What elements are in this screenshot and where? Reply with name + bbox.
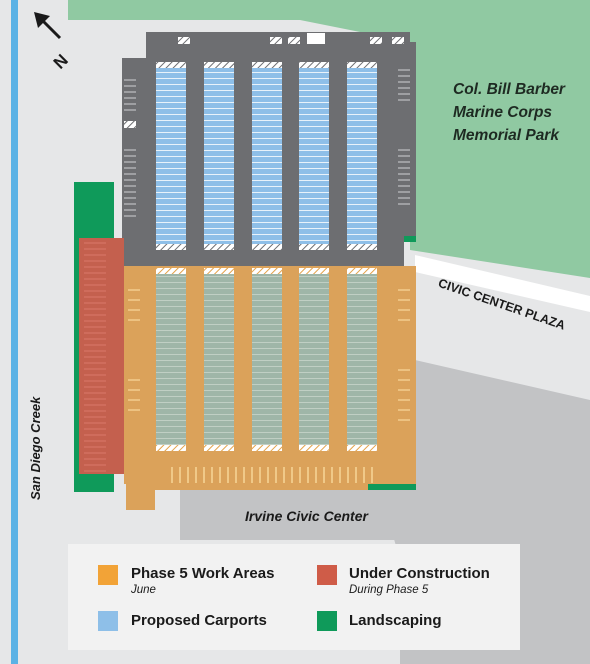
- landscaping-legend-title: Landscaping: [349, 612, 442, 629]
- carport-n5: [347, 67, 377, 248]
- landscaping-south: [368, 484, 416, 490]
- carport-n4: [299, 67, 329, 248]
- north-arrow-icon: [34, 12, 62, 40]
- san-diego-creek: [11, 0, 18, 664]
- carport-s2: [204, 274, 234, 447]
- carports-legend-title: Proposed Carports: [131, 612, 267, 629]
- memorial-park: [68, 0, 590, 278]
- civic-center-plaza-road: [415, 255, 590, 312]
- construction-swatch: [317, 565, 337, 585]
- construction-legend-title: Under Construction: [349, 565, 490, 582]
- north-carports: [156, 62, 377, 250]
- top-hatch-marks: [124, 37, 404, 128]
- carport-n2: [204, 67, 234, 248]
- south-carports: [156, 268, 377, 451]
- memorial-park-label: Col. Bill Barber Marine Corps Memorial P…: [453, 78, 565, 147]
- carport-n3: [252, 67, 282, 248]
- park-label-line-1: Col. Bill Barber: [453, 81, 565, 98]
- carport-s4: [299, 274, 329, 447]
- carport-s3: [252, 274, 282, 447]
- irvine-civic-center-label: Irvine Civic Center: [245, 508, 368, 524]
- carport-s5: [347, 274, 377, 447]
- carports-swatch: [98, 611, 118, 631]
- construction-legend-subtitle: During Phase 5: [349, 584, 429, 596]
- carport-s1: [156, 274, 186, 447]
- phase5-legend-subtitle: June: [131, 584, 156, 596]
- park-label-line-3: Memorial Park: [453, 127, 559, 144]
- park-label-line-2: Marine Corps: [453, 104, 553, 121]
- map-legend: Phase 5 Work Areas June Under Constructi…: [68, 544, 520, 650]
- landscaping-swatch: [317, 611, 337, 631]
- san-diego-creek-label: San Diego Creek: [28, 396, 43, 500]
- phase5-swatch: [98, 565, 118, 585]
- civic-center-area: [180, 490, 415, 540]
- carport-n1: [156, 67, 186, 248]
- phase5-legend-title: Phase 5 Work Areas: [131, 565, 275, 582]
